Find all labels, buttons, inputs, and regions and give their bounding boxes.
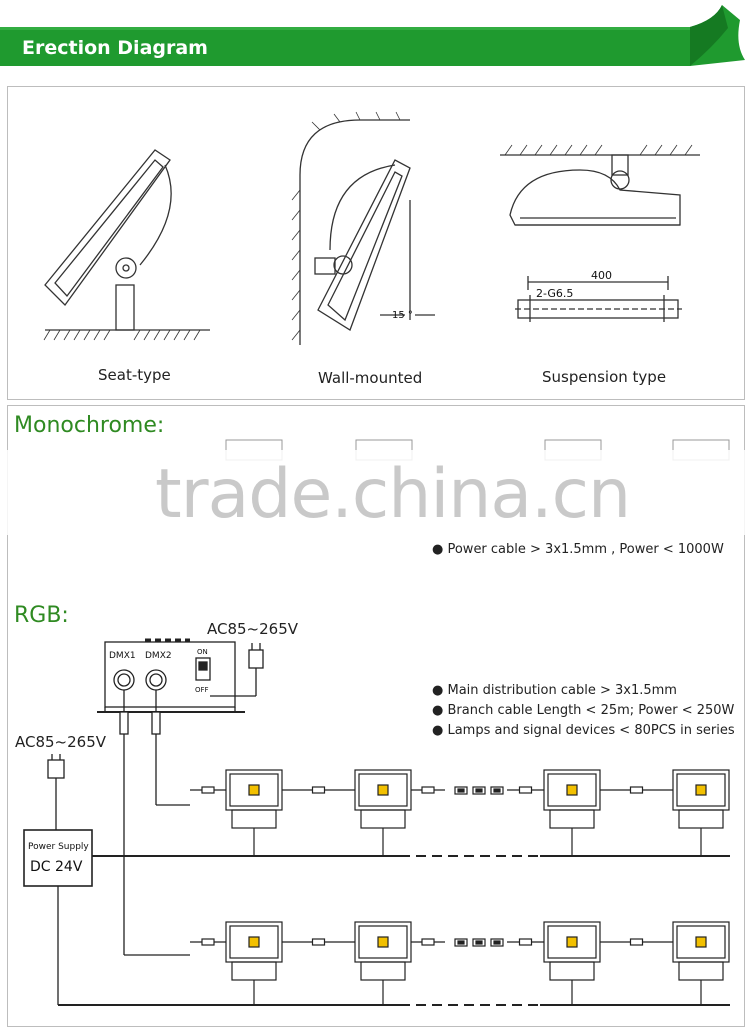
dmx2-label: DMX2 [145,651,172,661]
lamp-row [190,769,730,856]
flood-lamp [225,769,283,856]
seat-type-label: Seat-type [98,366,171,384]
header-banner [0,5,745,66]
flood-lamp [543,921,601,1005]
erection-drawings: 15 ° 400 2-G6.5 [43,111,700,345]
flood-lamp [354,769,412,856]
suspension-label: Suspension type [542,368,667,386]
psu-line1: Power Supply [28,842,89,852]
psu-line2: DC 24V [30,859,83,875]
dim-hole: 2-G6.5 [536,287,573,300]
flood-lamp [543,769,601,856]
rgb-title: RGB: [14,603,69,628]
dim-400: 400 [591,269,612,282]
rgb-spec-3: ● Lamps and signal devices < 80PCS in se… [432,723,735,738]
off-label: OFF [195,686,209,694]
seat-type-drawing [43,149,210,341]
rgb-spec-1: ● Main distribution cable > 3x1.5mm [432,683,677,698]
flood-lamp [354,921,412,1005]
flood-lamp [225,921,283,1005]
page-title: Erection Diagram [22,37,208,59]
wall-mounted-label: Wall-mounted [318,369,423,387]
angle-label: 15 ° [392,310,413,321]
mono-spec: ● Power cable > 3x1.5mm , Power < 1000W [432,542,724,557]
lamp-row [190,921,730,1005]
suspension-drawing [500,144,700,322]
dmx1-label: DMX1 [109,651,136,661]
on-label: ON [197,648,208,656]
ac-left-label: AC85~265V [15,733,107,751]
wall-mounted-drawing [291,111,435,345]
power-supply [23,754,730,1006]
watermark: trade.china.cn [155,455,631,534]
monochrome-title: Monochrome: [14,413,165,438]
dmx-controller [97,638,264,956]
flood-lamp [672,769,730,856]
rgb-spec-2: ● Branch cable Length < 25m; Power < 250… [432,703,735,718]
ac-top-label: AC85~265V [207,620,299,638]
flood-lamp [672,921,730,1005]
